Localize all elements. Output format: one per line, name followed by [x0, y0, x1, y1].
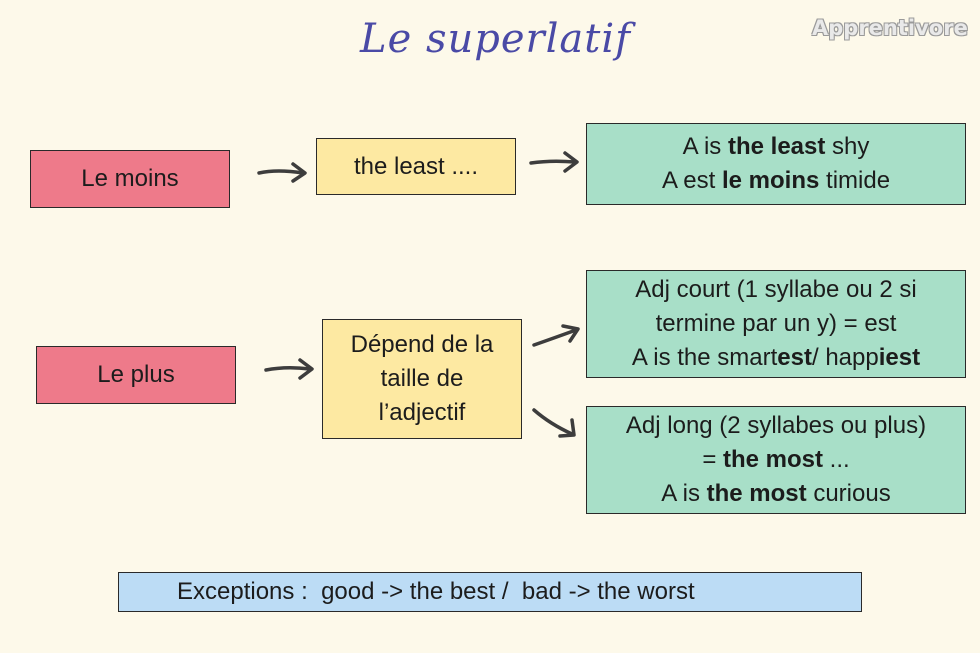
le-plus-label: Le plus	[97, 361, 175, 388]
short-adj-line-1: Adj court (1 syllabe ou 2 si	[635, 276, 917, 303]
le-plus-box: Le plus	[36, 346, 236, 404]
depends-line-2: taille de	[380, 365, 464, 392]
arrow-up-right-icon	[532, 324, 580, 347]
the-least-label: the least ....	[353, 152, 479, 180]
long-adj-line-3: A is the most curious	[661, 480, 891, 507]
long-adj-line-1: Adj long (2 syllabes ou plus)	[625, 412, 927, 439]
long-adjective-box: Adj long (2 syllabes ou plus) = the most…	[586, 406, 966, 514]
short-adjective-box: Adj court (1 syllabe ou 2 si termine par…	[586, 270, 966, 378]
least-example-line-1: A is the least shy	[682, 133, 870, 160]
arrow-right-icon	[264, 358, 314, 380]
short-adj-line-3: A is the smartest/ happiest	[631, 344, 921, 371]
exceptions-label: Exceptions : good -> the best / bad -> t…	[177, 578, 695, 605]
arrow-down-right-icon	[532, 408, 576, 438]
short-adj-line-2: termine par un y) = est	[655, 310, 897, 337]
arrow-right-icon	[529, 151, 579, 173]
least-example-box: A is the least shy A est le moins timide	[586, 123, 966, 205]
least-example-line-2: A est le moins timide	[661, 167, 891, 194]
arrow-right-icon	[257, 162, 307, 183]
depends-on-size-box: Dépend de la taille de l’adjectif	[322, 319, 522, 439]
diagram-title: Le superlatif	[360, 16, 631, 62]
depends-line-3: l’adjectif	[378, 399, 466, 426]
long-adj-line-2: = the most ...	[702, 446, 850, 473]
le-moins-label: Le moins	[81, 165, 179, 192]
brand-logo: Apprentivore	[812, 16, 968, 40]
the-least-box: the least ....	[316, 138, 516, 195]
le-moins-box: Le moins	[30, 150, 230, 208]
depends-line-1: Dépend de la	[350, 331, 494, 358]
exceptions-box: Exceptions : good -> the best / bad -> t…	[118, 572, 862, 612]
